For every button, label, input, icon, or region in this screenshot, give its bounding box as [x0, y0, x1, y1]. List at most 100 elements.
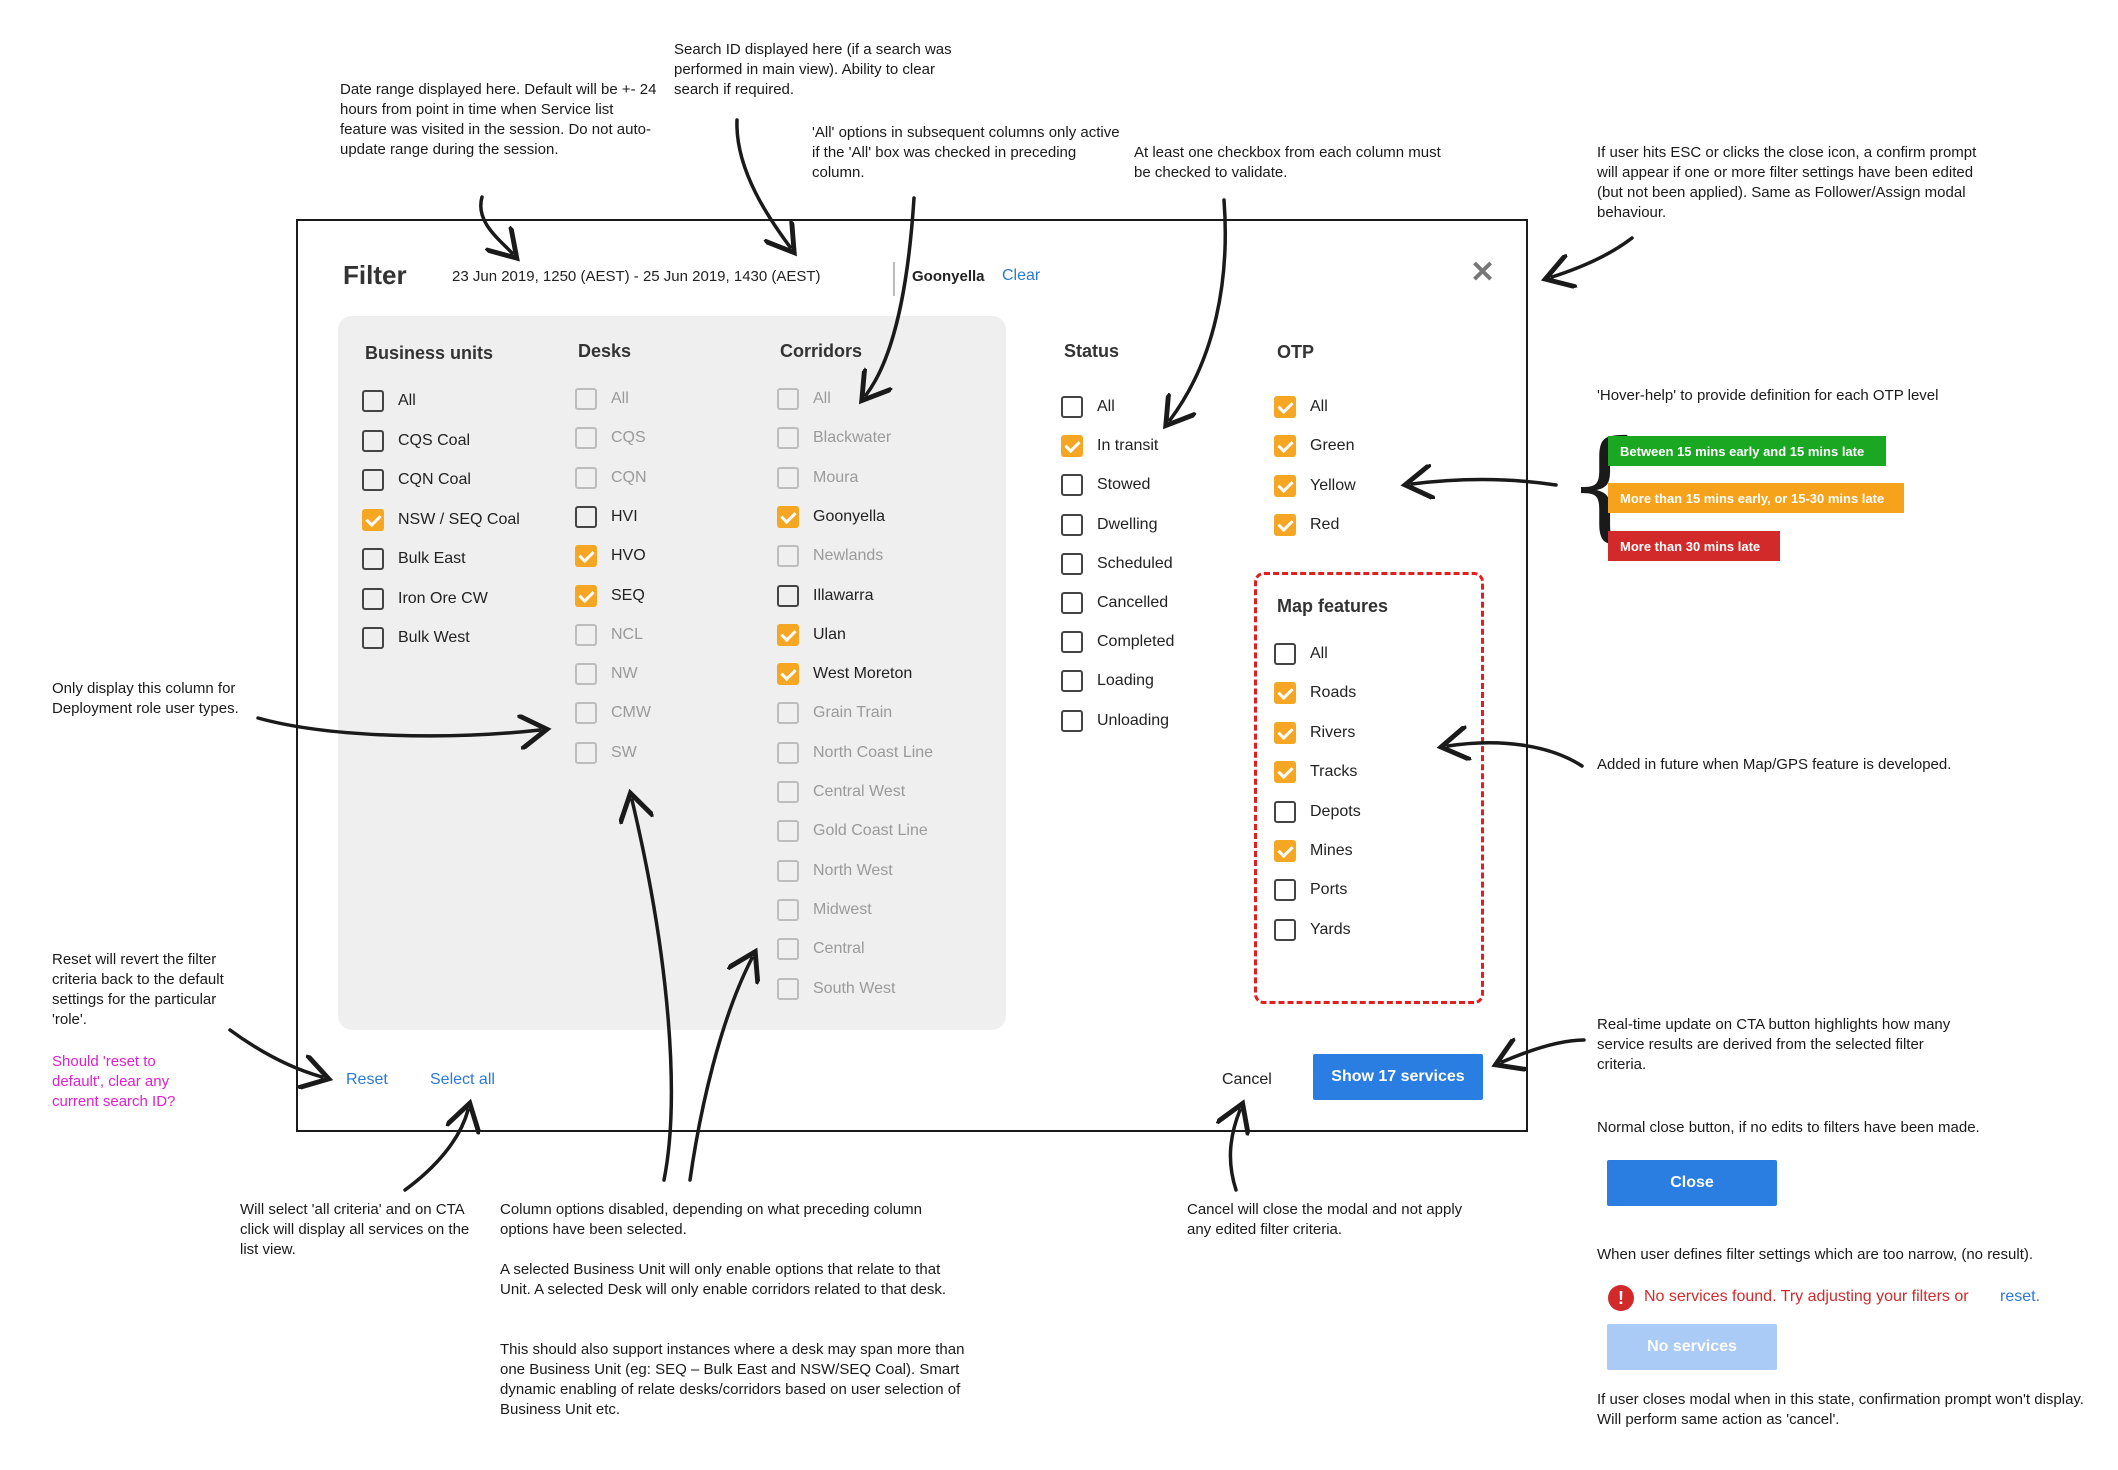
- business-units-label-bulk-east: Bulk East: [398, 550, 466, 567]
- desks-label-seq: SEQ: [611, 586, 645, 604]
- status-label-scheduled: Scheduled: [1097, 554, 1173, 572]
- date-range: 23 Jun 2019, 1250 (AEST) - 25 Jun 2019, …: [452, 268, 821, 285]
- desks-checkbox-sw: [575, 741, 597, 764]
- no-services-caption: If user closes modal when in this state,…: [1597, 1391, 2084, 1428]
- status-label-in-transit: In transit: [1097, 437, 1159, 455]
- desks-checkbox-cmw: [575, 702, 597, 725]
- business-units-checkbox-iron-ore-cw[interactable]: [362, 587, 384, 610]
- business-units-label-bulk-west: Bulk West: [398, 629, 470, 646]
- status-label-stowed: Stowed: [1097, 476, 1151, 494]
- business-units-checkbox-all[interactable]: [362, 390, 384, 412]
- map-features-label-all: All: [1310, 645, 1328, 662]
- corridors-checkbox-south-west: [777, 977, 799, 1000]
- note-validate: At least one checkbox from each column m…: [1134, 144, 1441, 181]
- map-features-checkbox-mines[interactable]: [1274, 840, 1296, 862]
- business-units-checkbox-bulk-east[interactable]: [362, 548, 384, 570]
- note-disabled-options-2: A selected Business Unit will only enabl…: [500, 1261, 947, 1298]
- arrow-desks-column: [256, 718, 540, 736]
- status-checkbox-loading[interactable]: [1061, 670, 1083, 693]
- show-services-button[interactable]: Show 17 services: [1313, 1054, 1483, 1100]
- corridors-checkbox-gold-coast-line: [777, 820, 799, 843]
- corridors-checkbox-ulan[interactable]: [777, 623, 799, 646]
- corridors-checkbox-west-moreton[interactable]: [777, 663, 799, 686]
- close-button[interactable]: Close: [1607, 1160, 1777, 1206]
- desks-checkbox-cqs: [575, 427, 597, 450]
- status-label-loading: Loading: [1097, 672, 1154, 690]
- desks-label-cqn: CQN: [611, 468, 647, 486]
- map-features-checkbox-rivers[interactable]: [1274, 721, 1296, 744]
- corridors-checkbox-blackwater: [777, 427, 799, 450]
- corridors-label-north-west: North West: [813, 861, 893, 879]
- narrow-state-caption: When user defines filter settings which …: [1597, 1246, 2034, 1263]
- desks-checkbox-hvo[interactable]: [575, 545, 597, 568]
- desks-label-cmw: CMW: [611, 704, 651, 722]
- business-units-checkbox-cqs-coal[interactable]: [362, 429, 384, 452]
- corridors-checkbox-moura: [777, 466, 799, 489]
- error-circle-icon: !: [1608, 1285, 1634, 1311]
- note-hover-help: 'Hover-help' to provide definition for e…: [1597, 387, 1939, 404]
- note-reset: Reset will revert the filter criteria ba…: [52, 951, 224, 1028]
- otp-checkbox-red[interactable]: [1274, 513, 1296, 536]
- arrow-reset: [228, 1028, 322, 1077]
- note-cancel: Cancel will close the modal and not appl…: [1187, 1201, 1463, 1238]
- status-checkbox-dwelling[interactable]: [1061, 513, 1083, 536]
- map-features-checkbox-all[interactable]: [1274, 643, 1296, 665]
- status-checkbox-cancelled[interactable]: [1061, 592, 1083, 614]
- business-units-checkbox-cqn-coal[interactable]: [362, 469, 384, 491]
- otp-checkbox-yellow[interactable]: [1274, 474, 1296, 497]
- map-features-checkbox-yards[interactable]: [1274, 918, 1296, 941]
- desks-label-nw: NW: [611, 665, 638, 683]
- arrow-date-range: [479, 195, 512, 253]
- corridors-label-central: Central: [813, 940, 865, 958]
- note-disabled-options-1: Column options disabled, depending on wh…: [500, 1201, 922, 1238]
- corridors-label-goonyella: Goonyella: [813, 507, 886, 525]
- close-x-icon[interactable]: ✕: [1470, 256, 1496, 289]
- arrow-validate: [1170, 198, 1227, 420]
- otp-checkbox-green[interactable]: [1274, 435, 1296, 458]
- status-checkbox-stowed[interactable]: [1061, 474, 1083, 497]
- desks-checkbox-cqn: [575, 466, 597, 489]
- corridors-checkbox-north-coast-line: [777, 741, 799, 764]
- reset-link[interactable]: Reset: [346, 1071, 388, 1088]
- otp-label-red: Red: [1310, 515, 1340, 533]
- status-checkbox-in-transit[interactable]: [1061, 435, 1083, 458]
- business-units-label-cqs-coal: CQS Coal: [398, 431, 471, 449]
- status-checkbox-scheduled[interactable]: [1061, 552, 1083, 575]
- close-state-caption: Normal close button, if no edits to filt…: [1597, 1119, 1980, 1136]
- select-all-link[interactable]: Select all: [430, 1071, 495, 1088]
- map-features-checkbox-ports[interactable]: [1274, 879, 1296, 902]
- arrow-realtime-cta: [1502, 1040, 1586, 1062]
- status-heading: Status: [1064, 341, 1120, 361]
- cascading-filter-panel: [338, 316, 1006, 1030]
- modal-title: Filter: [343, 260, 407, 290]
- note-all-options: 'All' options in subsequent columns only…: [812, 124, 1120, 181]
- status-label-cancelled: Cancelled: [1097, 594, 1169, 611]
- arrow-select-all: [403, 1110, 468, 1192]
- arrow-disabled-desks: [632, 800, 674, 1182]
- arrow-cancel: [1230, 1110, 1240, 1192]
- cancel-button[interactable]: Cancel: [1222, 1071, 1272, 1088]
- error-reset-link[interactable]: reset.: [2000, 1288, 2041, 1305]
- status-label-dwelling: Dwelling: [1097, 515, 1158, 533]
- corridors-checkbox-goonyella[interactable]: [777, 505, 799, 528]
- business-units-checkbox-bulk-west[interactable]: [362, 627, 384, 649]
- map-features-label-mines: Mines: [1310, 842, 1353, 859]
- desks-checkbox-hvi[interactable]: [575, 505, 597, 528]
- otp-badge-red: More than 30 mins late: [1608, 531, 1780, 561]
- desks-label-ncl: NCL: [611, 625, 644, 643]
- map-features-checkbox-tracks[interactable]: [1274, 761, 1296, 784]
- corridors-label-ulan: Ulan: [813, 625, 846, 643]
- business-units-checkbox-nsw-seq-coal[interactable]: [362, 508, 384, 531]
- status-checkbox-completed[interactable]: [1061, 631, 1083, 654]
- arrow-map-future: [1448, 743, 1584, 768]
- status-checkbox-all[interactable]: [1061, 396, 1083, 418]
- desks-checkbox-seq[interactable]: [575, 584, 597, 607]
- map-features-checkbox-depots[interactable]: [1274, 800, 1296, 823]
- status-checkbox-unloading[interactable]: [1061, 709, 1083, 732]
- clear-search-link[interactable]: Clear: [1002, 267, 1041, 284]
- otp-checkbox-all[interactable]: [1274, 396, 1296, 418]
- corridors-checkbox-illawarra[interactable]: [777, 584, 799, 607]
- business-units-label-cqn-coal: CQN Coal: [398, 471, 471, 488]
- map-features-checkbox-roads[interactable]: [1274, 682, 1296, 705]
